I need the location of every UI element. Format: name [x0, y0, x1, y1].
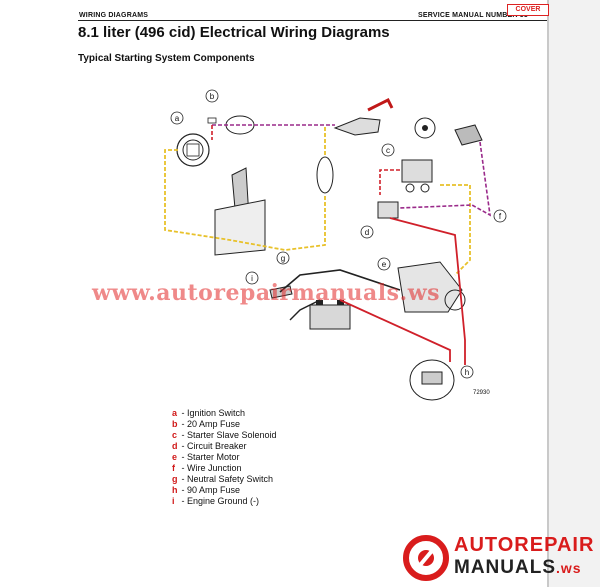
- brand-logo: AUTOREPAIR MANUALS.ws: [402, 531, 597, 585]
- cover-tab[interactable]: COVER: [507, 4, 549, 16]
- callout-a: a: [170, 111, 184, 125]
- legend-key: c: [172, 430, 178, 440]
- callout-h-label: h: [465, 368, 469, 377]
- callout-d-label: d: [365, 228, 369, 237]
- legend-key: a: [172, 408, 178, 418]
- legend-text: 20 Amp Fuse: [187, 419, 241, 429]
- legend-key: i: [172, 496, 175, 506]
- legend-text: Starter Slave Solenoid: [187, 430, 277, 440]
- callout-i-label: i: [251, 274, 253, 283]
- legend-item: b - 20 Amp Fuse: [172, 419, 241, 429]
- legend-key: d: [172, 441, 178, 451]
- starter-motor-drawing: [397, 261, 466, 313]
- legend-text: 90 Amp Fuse: [187, 485, 241, 495]
- callout-g-label: g: [281, 254, 285, 263]
- legend-key: g: [172, 474, 178, 484]
- page-edge: [547, 0, 549, 587]
- watermark-url: www.autorepairmanuals.ws: [92, 280, 441, 306]
- legend-item: i - Engine Ground (-): [172, 496, 260, 506]
- callout-f-label: f: [499, 212, 502, 221]
- page-title: 8.1 liter (496 cid) Electrical Wiring Di…: [78, 24, 390, 41]
- circuit-breaker-drawing: [377, 201, 399, 219]
- legend-key: e: [172, 452, 178, 462]
- brand-name: AUTOREPAIR: [454, 534, 595, 556]
- callout-g: g: [276, 251, 290, 265]
- brand-subname: MANUALS.ws: [454, 557, 582, 579]
- callout-b: b: [205, 89, 219, 103]
- legend-text: Engine Ground (-): [187, 496, 260, 506]
- figure-number: 72930: [473, 390, 490, 396]
- callout-f: f: [493, 209, 507, 223]
- component-legend: a - Ignition Switch b - 20 Amp Fuse c - …: [172, 408, 277, 507]
- legend-item: c - Starter Slave Solenoid: [172, 430, 277, 440]
- callout-a-label: a: [175, 114, 180, 123]
- callout-e: e: [377, 257, 391, 271]
- key-switch-drawing: [414, 117, 483, 146]
- legend-text: Wire Junction: [187, 463, 242, 473]
- wires: [164, 124, 492, 365]
- callout-c-label: c: [386, 146, 390, 155]
- legend-text: Neutral Safety Switch: [187, 474, 274, 484]
- legend-item: h - 90 Amp Fuse: [172, 485, 241, 495]
- legend-item: g - Neutral Safety Switch: [172, 474, 274, 484]
- slave-solenoid-drawing: [401, 159, 433, 193]
- legend-text: Ignition Switch: [187, 408, 246, 418]
- legend-item: f - Wire Junction: [172, 463, 242, 473]
- connector-drawing: [333, 97, 394, 136]
- fuse-90amp-drawing: [409, 359, 455, 401]
- wire-junction-drawing: [316, 156, 334, 194]
- legend-text: Starter Motor: [187, 452, 240, 462]
- legend-key: h: [172, 485, 178, 495]
- callout-c: c: [381, 143, 395, 157]
- callout-h: h: [460, 365, 474, 379]
- brand-gear-icon: [403, 535, 449, 581]
- header-rule: [78, 20, 547, 21]
- ignition-switch-drawing: [176, 133, 210, 167]
- battery-drawing: [309, 300, 351, 330]
- callout-b-label: b: [210, 92, 215, 101]
- legend-key: f: [172, 463, 175, 473]
- legend-text: Circuit Breaker: [187, 441, 247, 451]
- page-subtitle: Typical Starting System Components: [78, 53, 255, 64]
- brand-manuals: MANUALS: [454, 557, 556, 578]
- legend-item: e - Starter Motor: [172, 452, 240, 462]
- callout-d: d: [360, 225, 374, 239]
- shift-control-drawing: [214, 167, 266, 256]
- legend-item: d - Circuit Breaker: [172, 441, 247, 451]
- page-margin: [549, 0, 600, 587]
- legend-item: a - Ignition Switch: [172, 408, 246, 418]
- legend-key: b: [172, 419, 178, 429]
- brand-suffix: .ws: [556, 560, 582, 576]
- callout-i: i: [245, 271, 259, 285]
- manual-number: SERVICE MANUAL NUMBER 33: [418, 12, 528, 19]
- section-header: WIRING DIAGRAMS: [79, 12, 149, 19]
- callout-e-label: e: [382, 260, 387, 269]
